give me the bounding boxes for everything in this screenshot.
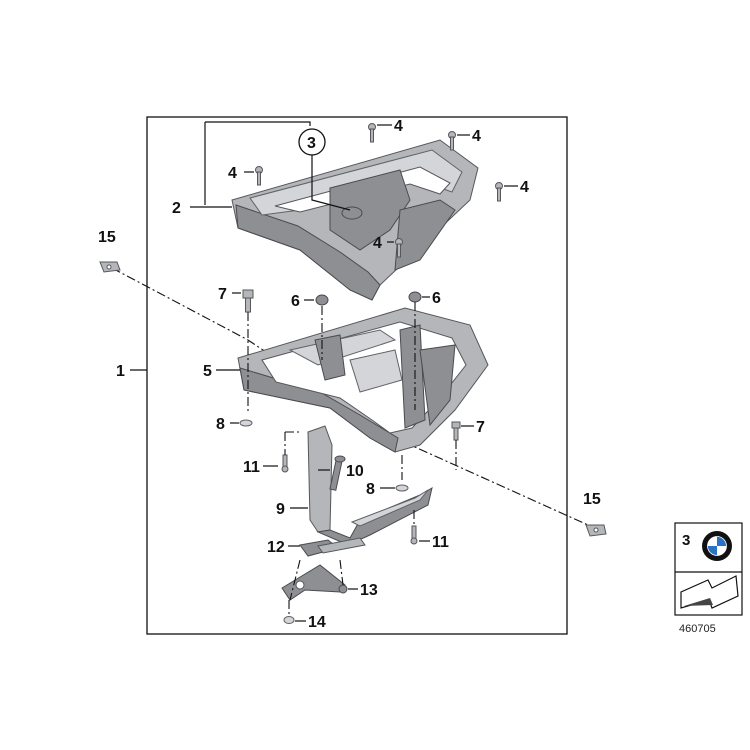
nut-14-icon: [283, 616, 295, 624]
reference-number: 460705: [679, 623, 716, 635]
assembly-frame: [146, 116, 568, 635]
callout-7-b: 7: [476, 419, 485, 436]
washer-8-icons: [239, 419, 409, 492]
callout-8-a: 8: [216, 416, 225, 433]
bracket-part: [307, 425, 433, 546]
callout-4-a: 4: [394, 118, 403, 135]
callout-5: 5: [203, 363, 212, 380]
callout-9: 9: [276, 501, 285, 518]
upper-rack-part: [231, 139, 479, 301]
callout-4-b: 4: [472, 128, 481, 145]
arrow-icon: [680, 575, 739, 609]
callout-12: 12: [267, 539, 285, 556]
legend-number: 3: [682, 532, 690, 549]
spacer-12-part: [299, 537, 366, 557]
callout-3-circle: [298, 128, 326, 156]
callout-13: 13: [360, 582, 378, 599]
leader-lines: [130, 121, 518, 622]
callout-15-a: 15: [98, 229, 116, 246]
callout-4-e: 4: [373, 235, 382, 252]
callout-11-a: 11: [243, 459, 260, 476]
callout-1: 1: [116, 363, 125, 380]
callout-6-a: 6: [291, 293, 300, 310]
callout-2: 2: [172, 200, 181, 217]
callout-4-d: 4: [520, 179, 529, 196]
callout-3: 3: [307, 135, 316, 152]
callout-7-a: 7: [218, 286, 227, 303]
callout-8-b: 8: [366, 481, 375, 498]
callout-11-b: 11: [432, 534, 449, 551]
callout-14: 14: [308, 614, 326, 631]
bolt-7-icons: [242, 289, 461, 441]
screw-4-icons: [255, 123, 503, 258]
legend-box: 3: [674, 522, 743, 616]
bmw-roundel-logo: [702, 531, 732, 561]
callout-6-b: 6: [432, 290, 441, 307]
clip-15-icons: [99, 261, 607, 537]
bolt-10-part: [329, 455, 346, 491]
callout-4-c: 4: [228, 165, 237, 182]
callout-15-b: 15: [583, 491, 601, 508]
callout-10: 10: [346, 463, 364, 480]
lower-rack-part: [237, 307, 489, 453]
